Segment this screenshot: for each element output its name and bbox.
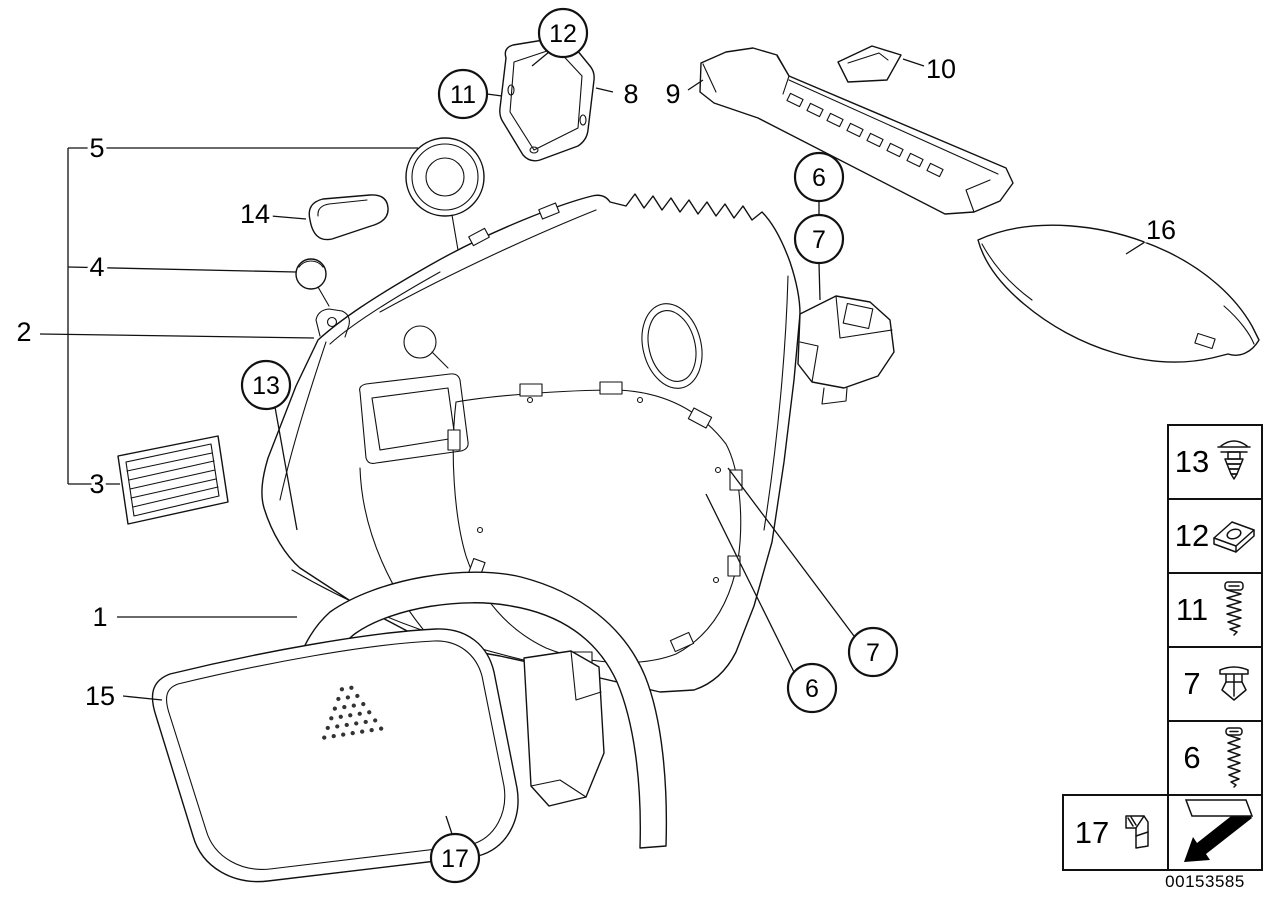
part-14-cap [308, 194, 389, 241]
legend-label-6: 6 [1183, 740, 1200, 775]
callout-label-9: 9 [665, 79, 680, 109]
callout-label-15: 15 [85, 681, 115, 711]
part-10-trim-insert [837, 45, 902, 83]
leader-lines [39, 51, 1149, 835]
part-number: 00153585 [1165, 872, 1245, 891]
callout-label-16: 16 [1146, 215, 1176, 245]
callout-label-1: 1 [92, 602, 107, 632]
svg-text:6: 6 [812, 164, 826, 192]
push-clip-icon [1217, 440, 1251, 480]
part-storage-tray [523, 650, 605, 807]
legend-row-6: 6 [1167, 720, 1263, 796]
legend-row-17: 17 [1062, 794, 1169, 871]
part-1-arch-trim [284, 571, 668, 849]
callout-label-4: 4 [89, 252, 104, 282]
legend-label-13: 13 [1175, 444, 1209, 479]
callout-label-14: 14 [240, 199, 270, 229]
callout-circle-7-lower: 7 [847, 626, 899, 678]
legend-label-11: 11 [1176, 592, 1208, 627]
expanding-rivet-icon [1219, 666, 1249, 701]
callout-circle-7-upper: 7 [793, 213, 845, 265]
legend-label-17: 17 [1075, 815, 1109, 850]
part-5-speaker-ring [405, 137, 485, 251]
svg-text:12: 12 [549, 20, 577, 48]
callout-label-5: 5 [89, 133, 104, 163]
svg-text:13: 13 [252, 372, 280, 400]
callout-circle-6-lower: 6 [786, 662, 838, 714]
callout-circle-6-upper: 6 [793, 151, 845, 203]
callout-circle-17: 17 [429, 832, 481, 884]
svg-text:7: 7 [866, 639, 880, 667]
legend-label-12: 12 [1175, 518, 1209, 553]
legend-arrow-box [1167, 794, 1263, 871]
part-8-speaker-cover [499, 36, 595, 162]
callouts: 5 14 4 2 3 1 15 8 9 10 16 12 11 6 7 13 [13, 7, 1180, 884]
legend-row-13: 13 [1167, 424, 1263, 500]
callout-label-3: 3 [89, 469, 104, 499]
part-side-trim-panel [261, 193, 801, 693]
part-16-cover-panel [977, 224, 1260, 363]
export-arrow-icon [1184, 799, 1254, 862]
legend-label-7: 7 [1183, 666, 1200, 701]
long-screw-icon [1225, 727, 1243, 788]
callout-circle-12: 12 [537, 7, 589, 59]
callout-circle-11: 11 [437, 68, 489, 120]
clip-nut-icon [1213, 521, 1255, 553]
callout-label-2: 2 [16, 317, 31, 347]
fastener-legend: 13 12 11 [1062, 424, 1263, 871]
legend-row-7: 7 [1167, 646, 1263, 722]
part-belt-bracket [797, 295, 895, 405]
callout-label-10: 10 [926, 54, 956, 84]
legend-row-12: 12 [1167, 498, 1263, 574]
screw-icon [1224, 581, 1244, 636]
legend-row-11: 11 [1167, 572, 1263, 648]
callout-circle-13: 13 [240, 359, 292, 411]
part-15-lower-panel [151, 628, 519, 883]
callout-label-8: 8 [623, 79, 638, 109]
svg-text:6: 6 [805, 675, 819, 703]
svg-text:17: 17 [441, 845, 469, 873]
svg-text:7: 7 [812, 226, 826, 254]
spring-clip-icon [1125, 815, 1149, 849]
svg-text:11: 11 [450, 81, 476, 109]
part-4-cap [295, 258, 330, 307]
part-9-shelf-trim [699, 47, 1014, 215]
part-3-vent-grille [117, 435, 229, 525]
exploded-parts-art [117, 36, 1260, 883]
speaker-perforation-dots [322, 685, 388, 740]
